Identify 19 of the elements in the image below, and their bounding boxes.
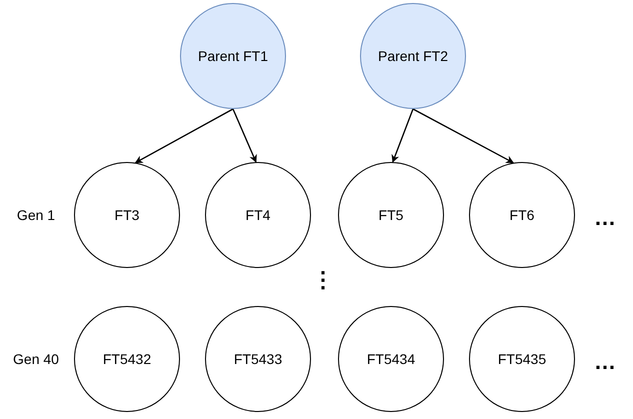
node-label: FT6: [510, 207, 534, 223]
arrow: [392, 108, 414, 163]
arrow: [134, 108, 234, 164]
node-label: FT5433: [234, 351, 282, 367]
node-label: FT3: [114, 207, 140, 223]
ellipsis: ⋮: [312, 267, 334, 293]
node-label: FT4: [246, 207, 270, 223]
node-label: FT5434: [366, 351, 416, 367]
node-label: Parent FT1: [198, 48, 268, 64]
arrow: [412, 108, 514, 164]
row-label: Gen 1: [16, 207, 56, 223]
ellipsis: …: [594, 205, 616, 231]
arrow: [232, 108, 257, 163]
node-label: FT5435: [498, 351, 546, 367]
node-label: Parent FT2: [378, 48, 448, 64]
ellipsis: …: [594, 349, 616, 375]
node-label: FT5432: [102, 351, 152, 367]
node-label: FT5: [378, 207, 404, 223]
row-label: Gen 40: [13, 351, 59, 367]
